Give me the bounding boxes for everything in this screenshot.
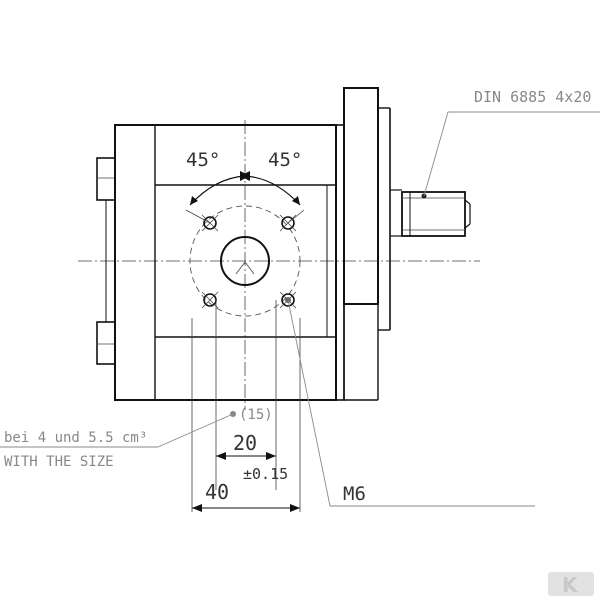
size-note-leader [0,413,234,448]
extension-lines [191,300,301,512]
thread-leader [287,299,535,507]
drive-shaft [401,191,471,237]
angle-dimensions [185,171,305,224]
center-lines [78,120,480,410]
dimension-20 [216,452,276,460]
size-note-line2: WITH THE SIZE [4,454,114,470]
brand-logo-letter: K [562,573,579,597]
dimension-20-label: 20 [233,431,257,455]
size-ref-label: (15) [239,407,273,423]
dimension-40 [192,504,300,512]
angle-label-right: 45° [268,149,302,171]
dimension-tolerance-label: ±0.15 [243,465,288,483]
angle-label-left: 45° [186,149,220,171]
thread-label: M6 [343,483,366,505]
front-flange [335,87,402,401]
size-note-line1: bei 4 und 5.5 cm³ [4,430,147,446]
brand-logo: K [548,572,594,597]
key-spec-label: DIN 6885 4x20 [474,88,591,106]
dimension-40-label: 40 [205,480,229,504]
pump-body [114,124,337,401]
key-spec-leader [423,111,600,197]
